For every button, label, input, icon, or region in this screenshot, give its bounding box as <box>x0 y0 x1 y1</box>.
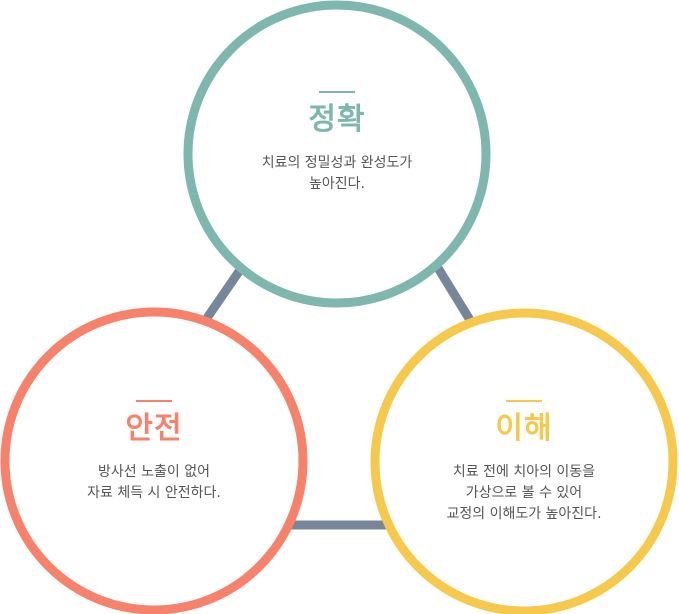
accuracy-title: 정확 <box>308 102 366 137</box>
circle-safety <box>0 307 308 614</box>
circle-understanding <box>370 308 678 614</box>
accuracy-label-group: 정확 치료의 정밀성과 완성도가 높아진다. <box>207 91 467 195</box>
understanding-desc-line: 치료 전에 치아의 이동을 <box>452 464 596 480</box>
connector-accuracy-understanding <box>434 265 474 323</box>
safety-label-group: 안전 방사선 노출이 없어 자료 체득 시 안전하다. <box>24 400 284 504</box>
safety-desc-line: 자료 체득 시 안전하다. <box>87 485 221 501</box>
circle-accuracy <box>183 0 491 308</box>
accuracy-desc-line: 치료의 정밀성과 완성도가 <box>261 155 413 171</box>
understanding-dash <box>506 400 542 402</box>
understanding-desc-line: 가상으로 볼 수 있어 <box>465 485 583 501</box>
accuracy-desc-line: 높아진다. <box>309 176 365 192</box>
accuracy-description: 치료의 정밀성과 완성도가 높아진다. <box>207 153 467 195</box>
safety-description: 방사선 노출이 없어 자료 체득 시 안전하다. <box>24 462 284 504</box>
understanding-title: 이해 <box>495 411 553 446</box>
accuracy-dash <box>319 91 355 93</box>
understanding-description: 치료 전에 치아의 이동을 가상으로 볼 수 있어 교정의 이해도가 높아진다. <box>394 462 654 525</box>
safety-dash <box>136 400 172 402</box>
safety-title: 안전 <box>125 411 183 446</box>
understanding-label-group: 이해 치료 전에 치아의 이동을 가상으로 볼 수 있어 교정의 이해도가 높아… <box>394 400 654 525</box>
connector-accuracy-safety <box>203 267 244 321</box>
understanding-desc-line: 교정의 이해도가 높아진다. <box>446 506 602 522</box>
safety-desc-line: 방사선 노출이 없어 <box>98 464 210 480</box>
